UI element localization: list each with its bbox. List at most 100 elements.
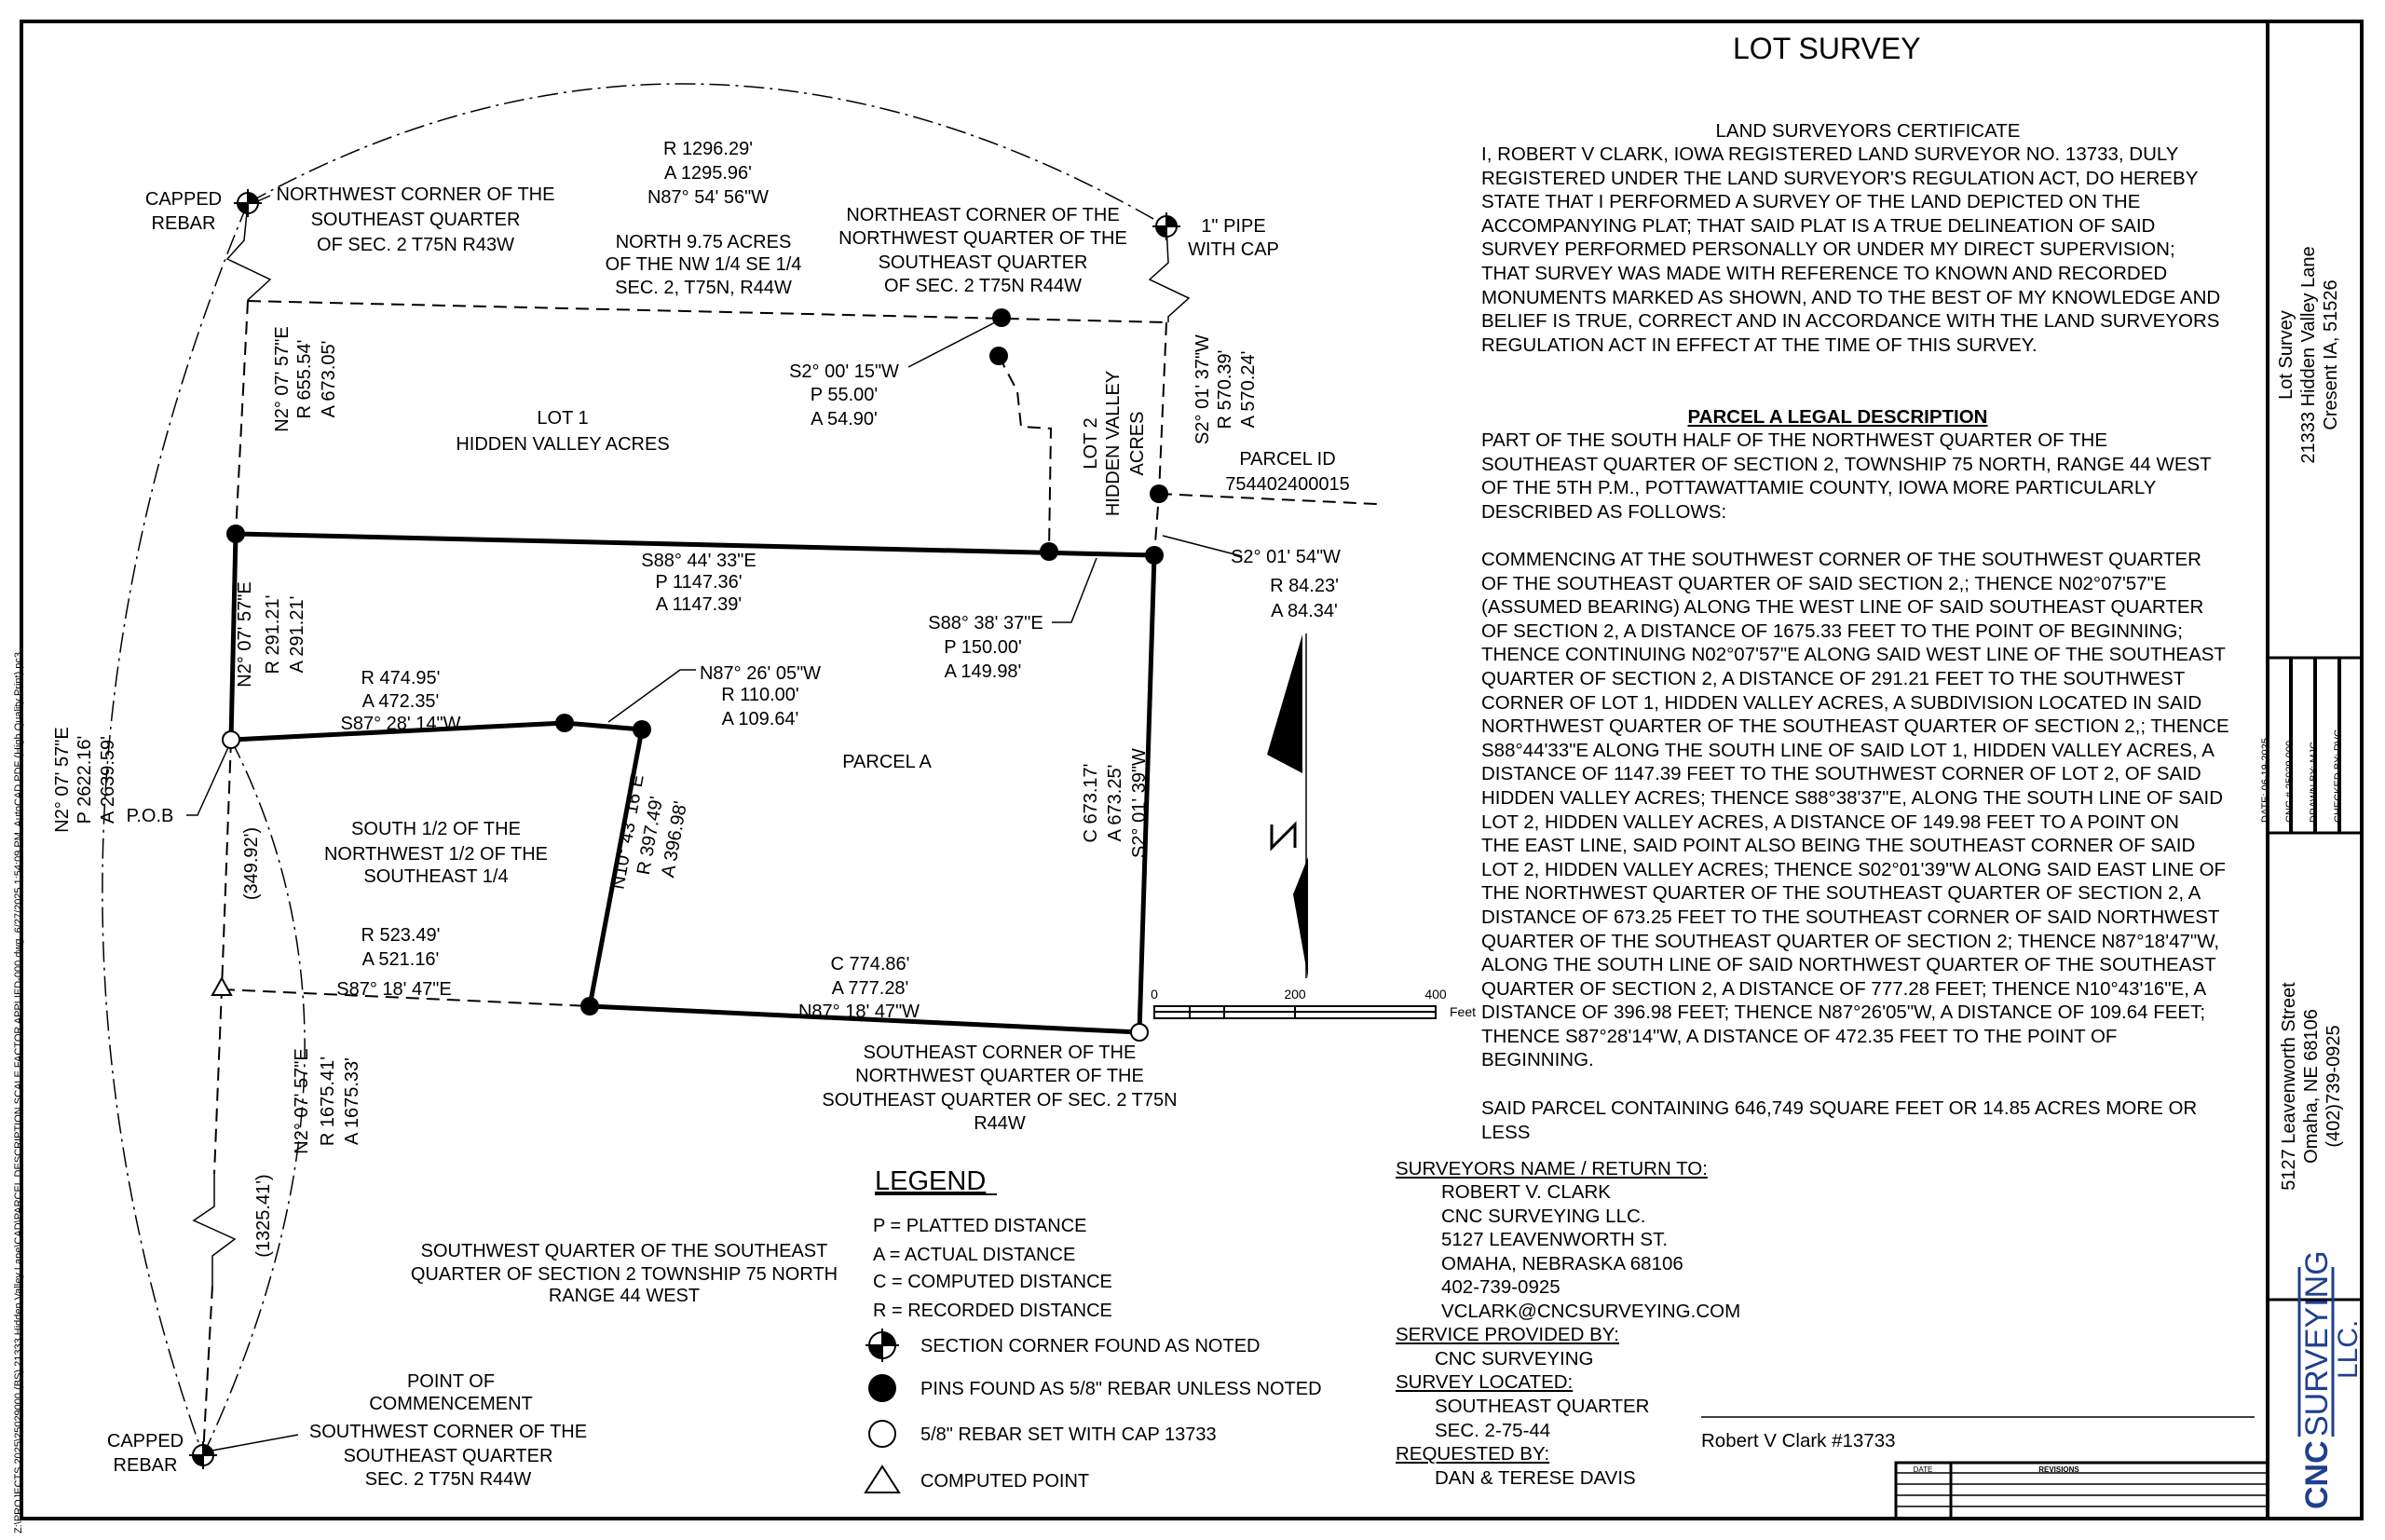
- legend-symbol-label: 5/8" REBAR SET WITH CAP 13733: [920, 1424, 1217, 1445]
- parcel-id-label: PARCEL ID: [1239, 449, 1335, 470]
- lot1-west-label: R 655.54': [294, 340, 315, 419]
- sw-quarter-label: RANGE 44 WEST: [549, 1286, 700, 1306]
- pin-found-icon: [868, 1374, 896, 1402]
- rebar-set-icon: [222, 730, 240, 749]
- pin-found-icon: [1145, 546, 1164, 565]
- project-address: 21333 Hidden Valley Lane: [2298, 246, 2319, 464]
- legal-intro: PART OF THE SOUTH HALF OF THE NORTHWEST …: [1481, 429, 2212, 523]
- north-arrow-icon: [1267, 634, 1308, 978]
- south-line-label: N87° 18' 47"W: [798, 1002, 920, 1022]
- located-heading: SURVEY LOCATED:: [1396, 1371, 1574, 1393]
- address-city: Omaha, NE 68106: [2301, 1009, 2322, 1164]
- arc-label: R 1296.29': [663, 139, 753, 159]
- arc-label: A 1295.96': [664, 163, 752, 184]
- computed-point-icon: [864, 1465, 901, 1493]
- legal-heading: PARCEL A LEGAL DESCRIPTION: [1687, 406, 1988, 428]
- capped-rebar-label: CAPPED: [145, 189, 222, 210]
- lot2-east-line: [1153, 321, 1167, 556]
- leader-pob: [186, 744, 230, 816]
- lot2-label: HIDDEN VALLEY: [1103, 371, 1124, 516]
- section-corner-icon: [865, 1329, 899, 1362]
- leader-north-seg2: [607, 669, 696, 723]
- north-acres-label: SEC. 2, T75N, R44W: [615, 278, 792, 298]
- capped-rebar-label: CAPPED: [107, 1431, 184, 1451]
- svg-text:SURVEYING: SURVEYING: [2299, 1250, 2335, 1437]
- se-corner-label: SOUTHEAST QUARTER OF SEC. 2 T75N: [822, 1090, 1177, 1111]
- provided-heading: SERVICE PROVIDED BY:: [1396, 1324, 1620, 1345]
- south-half-label: SOUTH 1/2 OF THE: [351, 819, 521, 839]
- pipe-label: 1" PIPE: [1201, 216, 1265, 237]
- leader-lot2-south: [1052, 557, 1097, 623]
- parcel-id-line: [1158, 493, 1378, 505]
- svg-text:CNC: CNC: [2299, 1440, 2335, 1509]
- west-short-label: A 291.21': [287, 596, 307, 674]
- address-phone: (402)739-0925: [2324, 1025, 2344, 1148]
- capped-rebar-label: REBAR: [114, 1455, 178, 1476]
- ne-corner-label: SOUTHEAST QUARTER: [879, 252, 1088, 273]
- located-value: SOUTHEAST QUARTER SEC. 2-75-44: [1435, 1396, 1650, 1441]
- lot2-east-label: A 570.24': [1238, 351, 1259, 429]
- section-corner-icon: [1152, 212, 1180, 240]
- requested-heading: REQUESTED BY:: [1396, 1443, 1550, 1465]
- jog-label: A 54.90': [811, 409, 878, 429]
- lot2-east-short-label: A 84.34': [1271, 601, 1338, 621]
- capped-rebar-label: REBAR: [152, 213, 216, 234]
- surveyor-heading: SURVEYORS NAME / RETURN TO:: [1396, 1158, 1708, 1179]
- north-acres-label: OF THE NW 1/4 SE 1/4: [606, 254, 802, 275]
- company-address: 5127 Leavenworth Street Omaha, NE 68106 …: [2278, 900, 2345, 1273]
- lot2-label: LOT 2: [1081, 417, 1101, 469]
- jog-label: S2° 00' 15"W: [789, 361, 899, 382]
- sw-corner-label: SEC. 2 T75N R44W: [365, 1469, 532, 1490]
- arc-north: [247, 83, 1167, 227]
- lot2-label: ACRES: [1127, 412, 1148, 476]
- lot1-label: HIDDEN VALLEY ACRES: [456, 434, 669, 455]
- revisions-table: DATE REVISIONS: [1894, 1461, 2269, 1520]
- plat-labels: R 1296.29' A 1295.96' N87° 54' 56"W CAPP…: [52, 139, 1350, 1490]
- parcel-a-boundary: [230, 554, 1157, 1035]
- pin-found-icon: [555, 714, 574, 732]
- east-side-label: S2° 01' 39"W: [1129, 748, 1150, 858]
- ne-corner-label: NORTHWEST QUARTER OF THE: [838, 228, 1127, 249]
- pin-found-icon: [989, 347, 1008, 365]
- south-line-label: C 774.86': [831, 954, 910, 974]
- scale-bar: 0 200 400 Feet: [1151, 987, 1476, 1019]
- legend-abbrev: C = COMPUTED DISTANCE: [873, 1272, 1112, 1292]
- break-line-ne: [1148, 225, 1191, 322]
- computed-point-icon: [211, 975, 233, 996]
- parcel-a-label: PARCEL A: [842, 752, 932, 772]
- project-city: Cresent IA, 51526: [2321, 279, 2341, 430]
- lot1-west-line: [235, 300, 249, 535]
- scale-tick-400: 400: [1424, 987, 1447, 1002]
- lot1-label: LOT 1: [537, 408, 588, 429]
- sw-corner-label: SOUTHWEST CORNER OF THE: [309, 1422, 587, 1442]
- sw-quarter-label: SOUTHWEST QUARTER OF THE SOUTHEAST: [421, 1241, 828, 1261]
- scale-unit: Feet: [1450, 1004, 1476, 1019]
- leader-lot2-east: [1162, 535, 1243, 557]
- west-full-label: A 2639.59': [98, 736, 118, 824]
- parcel-west-boundary: [228, 533, 238, 741]
- title-block-frame: [2266, 20, 2364, 1520]
- south-dashed-label: R 523.49': [361, 925, 441, 946]
- north-seg2-label: R 110.00': [721, 685, 799, 705]
- lot2-east-short-label: S2° 01' 54"W: [1231, 547, 1341, 567]
- parcel-id-value: 754402400015: [1225, 474, 1349, 495]
- west-dashed-line-lower: [202, 1285, 213, 1456]
- west-dashed-line: [213, 739, 232, 1175]
- lot1-west-label: N2° 07' 57"E: [272, 326, 293, 431]
- pin-found-icon: [992, 308, 1011, 327]
- arc-west: [102, 202, 249, 1456]
- lot2-east-label: R 570.39': [1215, 350, 1235, 429]
- date-field: DATE: 06-19-2025: [2260, 738, 2271, 823]
- poc-label: POINT OF: [407, 1371, 495, 1392]
- pin-found-icon: [1040, 542, 1058, 561]
- west-short-label: R 291.21': [263, 595, 283, 675]
- legend-abbrev: P = PLATTED DISTANCE: [873, 1216, 1087, 1236]
- lot1-west-label: A 673.05': [319, 341, 339, 418]
- se-corner-label: R44W: [974, 1113, 1026, 1134]
- certificate-body: I, ROBERT V CLARK, IOWA REGISTERED LAND …: [1481, 143, 2221, 356]
- ne-corner-label: OF SEC. 2 T75N R44W: [884, 276, 1082, 296]
- pin-found-icon: [226, 525, 245, 543]
- rebar-set-icon: [1130, 1023, 1149, 1042]
- leader-poc: [206, 1434, 299, 1452]
- ne-corner-label: NORTHEAST CORNER OF THE: [846, 205, 1119, 225]
